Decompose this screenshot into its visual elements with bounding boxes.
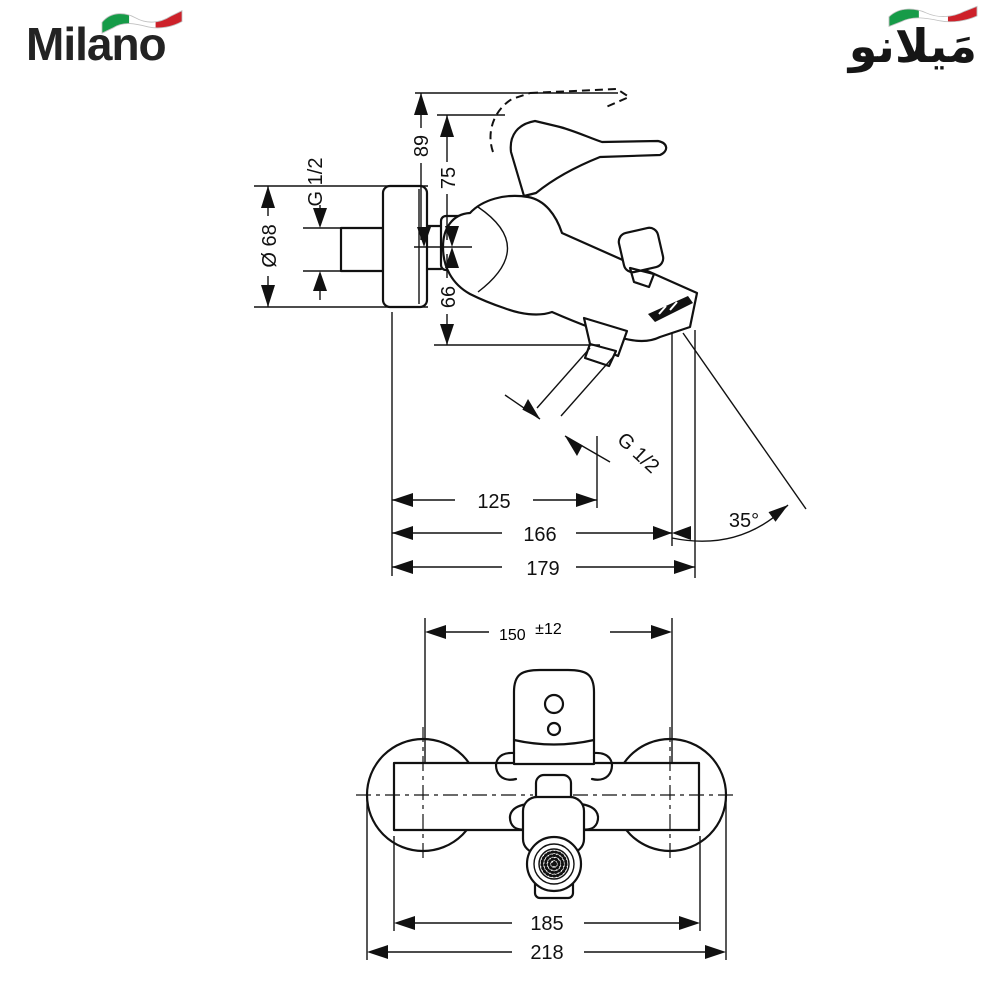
aerator xyxy=(525,835,583,893)
dim-projection-hose-outlet: 125 xyxy=(477,491,510,513)
top-view-labels: 150 ±12 185 218 xyxy=(499,621,564,964)
dim-center-distance-value: 150 xyxy=(499,627,526,644)
dim-escutcheon-diameter: Ø 68 xyxy=(259,224,281,267)
dim-body-width: 185 xyxy=(530,913,563,935)
top-view-arrows xyxy=(367,625,726,959)
side-view-faucet xyxy=(339,88,699,368)
handle-lever xyxy=(509,119,668,198)
wall-pipe-stub xyxy=(339,226,385,273)
dim-wall-thread: G 1/2 xyxy=(305,158,327,207)
top-view-dimension-lines xyxy=(366,618,727,960)
center-lines xyxy=(356,727,736,863)
side-view: 89 75 66 Ø 68 G 1/2 G 1/2 125 166 179 35… xyxy=(254,88,807,580)
spout-aerator-hatch xyxy=(648,296,693,322)
brand-logo-latin: Milano xyxy=(26,8,246,83)
brand-logo-arabic: مَيلانو xyxy=(767,0,982,85)
dim-overall-width: 218 xyxy=(530,942,563,964)
brand-name-arabic: مَيلانو xyxy=(847,19,977,73)
handle-raised-dashed xyxy=(489,88,630,153)
dim-projection-overall: 179 xyxy=(526,558,559,580)
spout-angle-line xyxy=(682,332,807,510)
dim-projection-spout: 166 xyxy=(523,524,556,546)
dim-center-distance-tolerance: ±12 xyxy=(535,621,562,638)
top-view: 150 ±12 185 218 xyxy=(356,618,736,964)
dim-hose-thread: G 1/2 xyxy=(613,429,664,478)
dim-height-to-handle: 75 xyxy=(438,167,460,189)
spout-top xyxy=(521,773,586,900)
dim-spout-angle: 35° xyxy=(729,510,759,532)
handle-top xyxy=(512,668,596,766)
side-view-arrows xyxy=(261,93,788,574)
brand-name-latin: Milano xyxy=(26,18,166,70)
top-view-faucet xyxy=(356,668,736,900)
dim-height-below-axis: 66 xyxy=(438,286,460,308)
cartridge-dome-seam xyxy=(477,206,509,293)
dim-center-distance: 150 ±12 xyxy=(499,621,562,644)
diverter-knob xyxy=(617,226,665,289)
hose-outlet xyxy=(582,316,629,368)
dim-height-overall: 89 xyxy=(411,135,433,157)
